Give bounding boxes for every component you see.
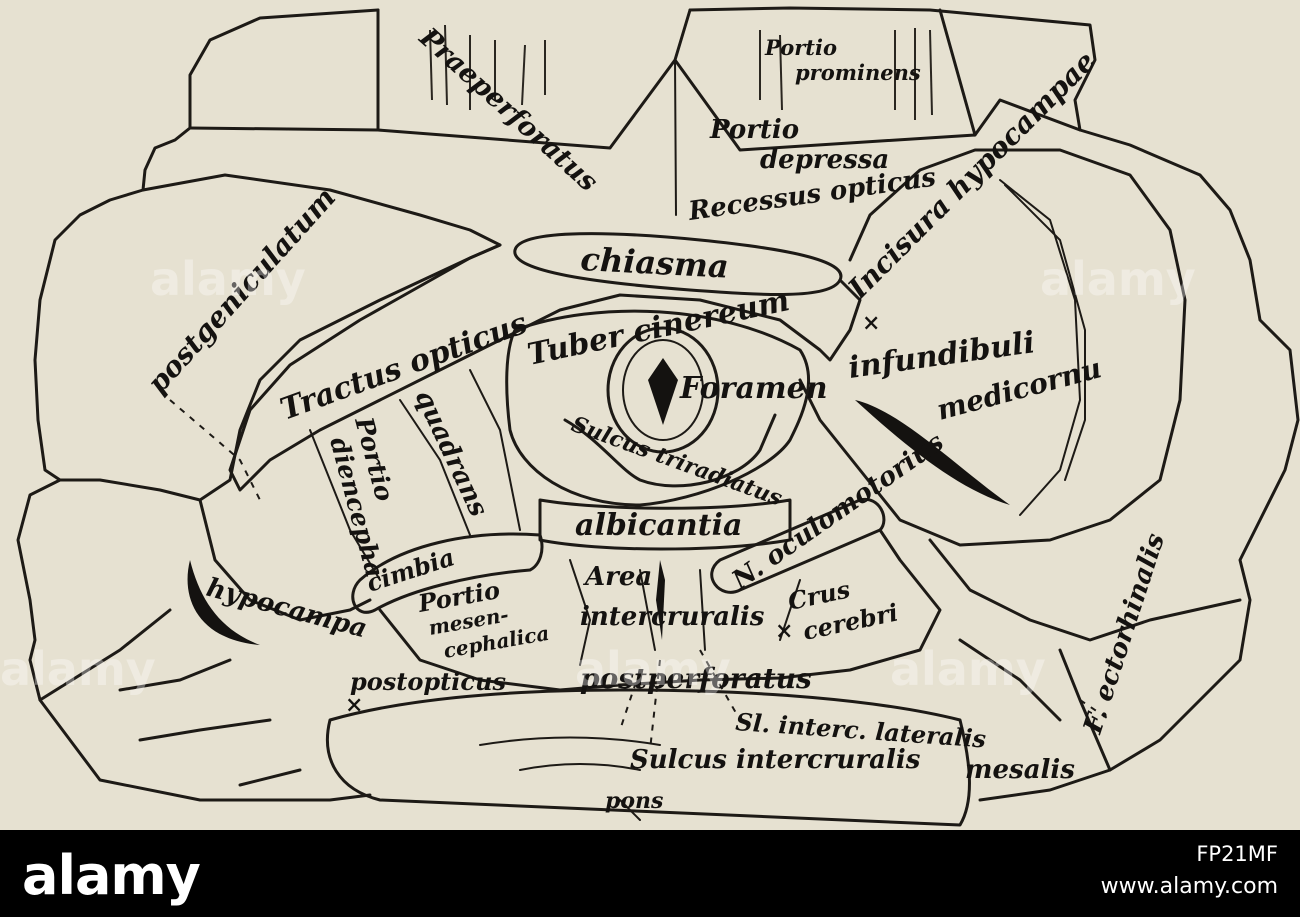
label-postopticus: postopticus: [350, 667, 506, 696]
watermark-right: alamy: [1040, 252, 1196, 306]
label-foramen: Foramen: [679, 371, 828, 406]
cross-marker-3: ×: [862, 310, 880, 336]
label-tractus-opticus: Tractus opticus: [276, 306, 532, 428]
watermark-lower-right: alamy: [890, 642, 1046, 696]
label-portio-depressa-1: Portio: [709, 115, 799, 145]
label-albicantia: albicantia: [575, 508, 742, 543]
footer-bar: alamy FP21MF www.alamy.com: [0, 830, 1300, 917]
label-sulcus-triradiatus: Sulcus triradiatus: [568, 411, 786, 511]
label-praeperforatus: Praeperforatus: [413, 21, 604, 197]
diagram-stage: Praeperforatus Portio prominens Portio d…: [0, 0, 1300, 830]
label-pons: pons: [605, 788, 663, 814]
cross-marker-1: ×: [345, 692, 363, 718]
brain-base-diagram: Praeperforatus Portio prominens Portio d…: [0, 0, 1300, 830]
alamy-logo[interactable]: alamy: [22, 844, 200, 907]
frontal-lobes: [190, 10, 1080, 150]
label-chiasma: chiasma: [580, 240, 730, 286]
label-intercruralis: intercruralis: [580, 602, 765, 632]
label-portio-prominens-2: prominens: [795, 60, 921, 85]
image-id: FP21MF: [1196, 842, 1278, 866]
watermark-lower-left: alamy: [0, 642, 156, 696]
watermark-lower-center: alamy: [575, 642, 731, 696]
label-sulcus-intercruralis: Sulcus intercruralis: [630, 745, 921, 775]
cross-marker-2: ×: [775, 618, 793, 644]
label-portio-depressa-2: depressa: [760, 145, 889, 175]
label-area: Area: [582, 562, 652, 592]
site-url[interactable]: www.alamy.com: [1101, 874, 1278, 899]
watermark-left: alamy: [150, 252, 306, 306]
label-portio-prominens-1: Portio: [764, 35, 837, 60]
label-mesalis: mesalis: [965, 755, 1075, 785]
infundibulum-mark: [648, 358, 678, 425]
label-quadrans: quadrans: [409, 385, 494, 521]
frontal-fissure: [675, 60, 676, 215]
label-f-ectorhinalis: F. ectorhinalis: [1078, 529, 1171, 738]
